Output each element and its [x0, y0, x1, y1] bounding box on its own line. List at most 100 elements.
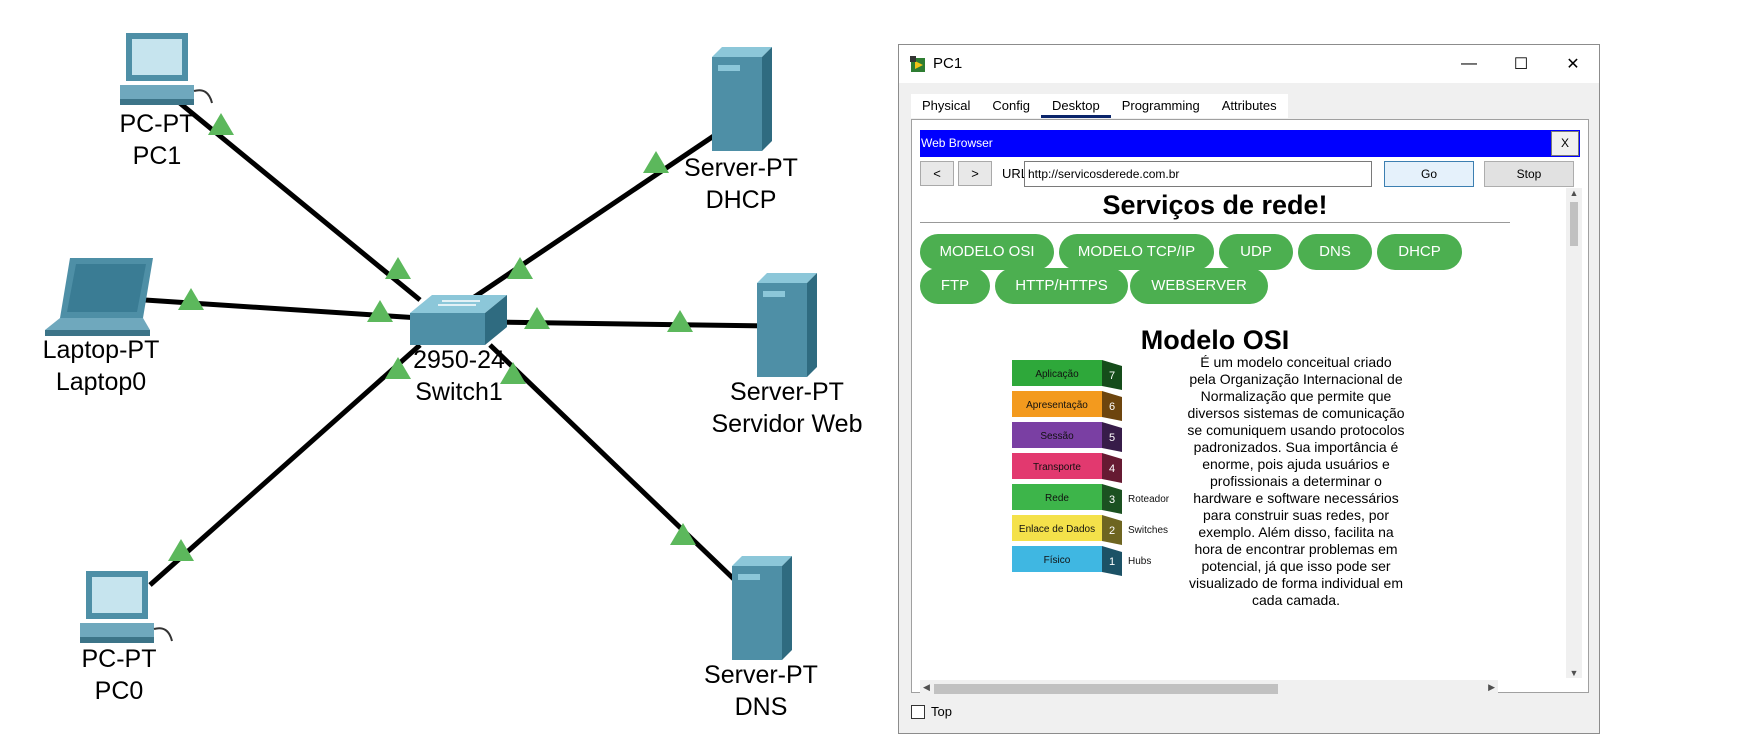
horizontal-scrollbar[interactable]: ◀ ▶ — [920, 680, 1498, 696]
go-button[interactable]: Go — [1384, 161, 1474, 187]
osi-device-label: Switches — [1128, 525, 1168, 536]
url-label: URL — [1002, 166, 1029, 181]
web-browser-titlebar: Web Browser X — [920, 130, 1580, 157]
osi-layer-number: 1 — [1109, 556, 1115, 568]
nav-dhcp[interactable]: DHCP — [1377, 234, 1462, 270]
nav-ftp[interactable]: FTP — [920, 268, 990, 304]
tab-config[interactable]: Config — [992, 98, 1030, 113]
osi-layer-number: 2 — [1109, 525, 1115, 537]
scroll-up-icon[interactable]: ▲ — [1569, 188, 1579, 198]
device-label-dhcp: Server-PT DHCP — [684, 152, 798, 216]
pc-icon[interactable] — [120, 33, 213, 105]
link-light — [524, 307, 550, 329]
forward-button[interactable]: > — [958, 161, 992, 186]
vertical-scroll-thumb[interactable] — [1570, 202, 1578, 246]
pc1-window[interactable]: PC1 — ☐ ✕ Physical Config Desktop Progra… — [898, 44, 1600, 734]
device-model: Server-PT — [704, 661, 818, 689]
device-label-pc1: PC-PT PC1 — [120, 108, 195, 172]
top-label: Top — [931, 704, 952, 719]
horizontal-scroll-thumb[interactable] — [934, 684, 1278, 694]
stop-button[interactable]: Stop — [1484, 161, 1574, 187]
maximize-button[interactable]: ☐ — [1513, 56, 1529, 73]
minimize-button[interactable]: — — [1461, 55, 1477, 72]
osi-layer-block — [1012, 391, 1102, 417]
osi-layer-name: Rede — [1045, 493, 1069, 504]
osi-layer-side — [1102, 546, 1122, 576]
osi-layer-number: 7 — [1109, 370, 1115, 382]
close-button[interactable]: ✕ — [1566, 56, 1580, 73]
topology-canvas[interactable]: PC-PT PC1 Server-PT DHCP Laptop-PT Lapto… — [0, 0, 890, 746]
device-name: PC1 — [132, 142, 182, 170]
cable-dns-switch[interactable] — [488, 343, 742, 587]
cable-pc1-switch[interactable] — [168, 93, 422, 302]
tab-physical[interactable]: Physical — [922, 98, 971, 113]
nav-http-https[interactable]: HTTP/HTTPS — [995, 268, 1128, 304]
osi-layer-side — [1102, 453, 1122, 483]
link-light — [643, 151, 669, 173]
osi-layer-side — [1102, 422, 1122, 452]
osi-layer-name: Sessão — [1040, 431, 1074, 442]
nav-modelo-tcp-ip[interactable]: MODELO TCP/IP — [1059, 234, 1214, 270]
laptop-icon[interactable] — [45, 258, 153, 336]
window-title: PC1 — [933, 55, 963, 72]
pc-icon[interactable] — [80, 571, 173, 643]
link-light — [385, 257, 411, 279]
web-browser-close-button[interactable]: X — [1551, 131, 1579, 156]
server-icon[interactable] — [712, 47, 772, 151]
osi-layer-name: Apresentação — [1026, 400, 1088, 411]
nav-modelo-osi[interactable]: MODELO OSI — [920, 234, 1054, 270]
osi-layer-name: Físico — [1044, 555, 1071, 566]
back-button[interactable]: < — [920, 161, 954, 186]
device-name: DNS — [734, 693, 788, 721]
osi-layer-side — [1102, 360, 1122, 390]
packet-tracer-icon — [910, 56, 925, 72]
osi-layer-number: 3 — [1109, 494, 1115, 506]
topology-svg — [45, 33, 817, 660]
device-name: PC0 — [94, 677, 144, 705]
scroll-right-icon[interactable]: ▶ — [1488, 682, 1495, 692]
server-icon[interactable] — [732, 556, 792, 660]
osi-layer-number: 6 — [1109, 401, 1115, 413]
osi-layer-block — [1012, 515, 1102, 541]
osi-layer-block — [1012, 453, 1102, 479]
scroll-left-icon[interactable]: ◀ — [923, 682, 930, 692]
tab-desktop[interactable]: Desktop — [1041, 94, 1111, 118]
nav-udp[interactable]: UDP — [1219, 234, 1293, 270]
osi-device-label: Hubs — [1128, 556, 1151, 567]
nav-dns[interactable]: DNS — [1298, 234, 1372, 270]
top-checkbox[interactable] — [911, 705, 925, 719]
device-name: Laptop0 — [55, 368, 147, 396]
server-icon[interactable] — [757, 273, 817, 377]
osi-layer-block — [1012, 484, 1102, 510]
device-name: Switch1 — [415, 378, 503, 406]
device-label-laptop0: Laptop-PT Laptop0 — [43, 334, 160, 398]
device-label-dns: Server-PT DNS — [704, 659, 818, 723]
page-title: Serviços de rede! — [920, 188, 1510, 223]
link-light — [178, 288, 204, 310]
link-light — [670, 523, 696, 545]
link-light — [367, 300, 393, 322]
tab-programming[interactable]: Programming — [1121, 98, 1200, 113]
vertical-scrollbar[interactable]: ▲ ▼ — [1566, 188, 1582, 678]
cable-pc0-switch[interactable] — [148, 343, 422, 587]
device-model: PC-PT — [81, 645, 157, 673]
tab-attributes[interactable]: Attributes — [1221, 98, 1277, 113]
osi-description: É um modelo conceitual criado pela Organ… — [1187, 354, 1405, 608]
window-titlebar[interactable]: PC1 — ☐ ✕ — [899, 45, 1599, 83]
device-model: PC-PT — [119, 110, 195, 138]
osi-layer-side — [1102, 484, 1122, 514]
link-light — [507, 257, 533, 279]
device-model: Server-PT — [684, 154, 798, 182]
osi-device-label: Roteador — [1128, 494, 1170, 505]
switch-icon[interactable] — [410, 295, 507, 345]
device-label-pc0: PC-PT PC0 — [82, 643, 157, 707]
scroll-down-icon[interactable]: ▼ — [1569, 668, 1579, 678]
link-light — [385, 357, 411, 379]
tab-bar: Physical Config Desktop Programming Attr… — [911, 94, 1288, 118]
nav-webserver[interactable]: WEBSERVER — [1130, 268, 1268, 304]
web-page-view[interactable]: Serviços de rede! MODELO OSI MODELO TCP/… — [920, 188, 1510, 692]
osi-layer-name: Enlace de Dados — [1019, 524, 1095, 535]
url-input[interactable] — [1024, 161, 1372, 187]
device-model: Server-PT — [730, 378, 844, 406]
